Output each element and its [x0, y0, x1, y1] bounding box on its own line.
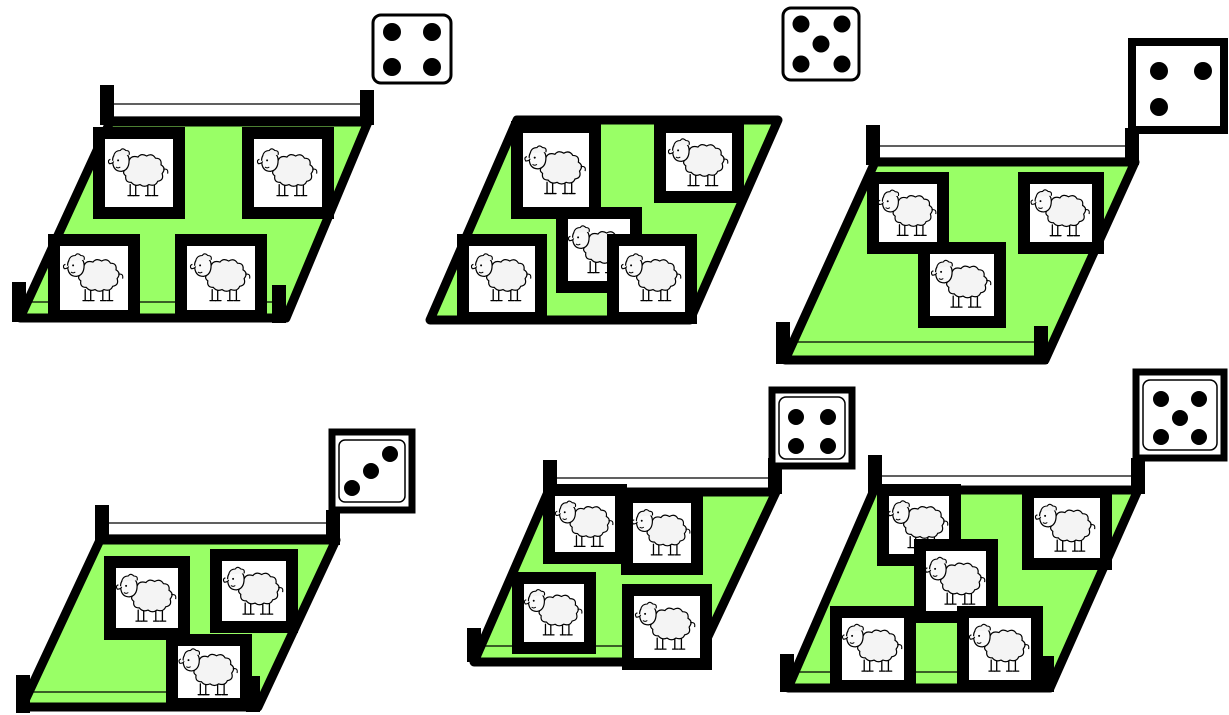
sheep-card — [963, 612, 1037, 686]
sheep-card — [924, 248, 1000, 322]
sheep-card — [517, 127, 595, 213]
sheep-card — [248, 133, 328, 213]
sheep-card — [1024, 178, 1098, 248]
sheep-card — [54, 240, 134, 316]
panel-1 — [12, 15, 451, 323]
die-3 — [332, 432, 412, 510]
sheep-card — [172, 640, 246, 704]
sheep-card — [216, 555, 292, 627]
panel-5 — [467, 390, 852, 664]
panel-3 — [776, 42, 1224, 364]
sheep-card — [628, 590, 706, 664]
sheep-card — [873, 178, 943, 248]
die-5 — [1136, 372, 1224, 458]
sheep-card — [181, 240, 261, 316]
die-3 — [1132, 42, 1224, 130]
sheep-card — [660, 127, 738, 197]
sheep-card — [627, 497, 697, 569]
panel-2 — [430, 8, 859, 320]
sheep-card — [110, 562, 184, 634]
die-4 — [373, 15, 451, 83]
sheep-card — [99, 133, 179, 213]
sheep-card — [613, 240, 691, 318]
panel-4 — [16, 432, 412, 713]
sheep-card — [836, 612, 910, 686]
sheep-card — [549, 490, 621, 558]
sheep-card — [463, 240, 541, 318]
die-4 — [772, 390, 852, 466]
sheep-card — [518, 578, 590, 648]
sheep-card — [1028, 492, 1106, 564]
die-5 — [783, 8, 859, 80]
